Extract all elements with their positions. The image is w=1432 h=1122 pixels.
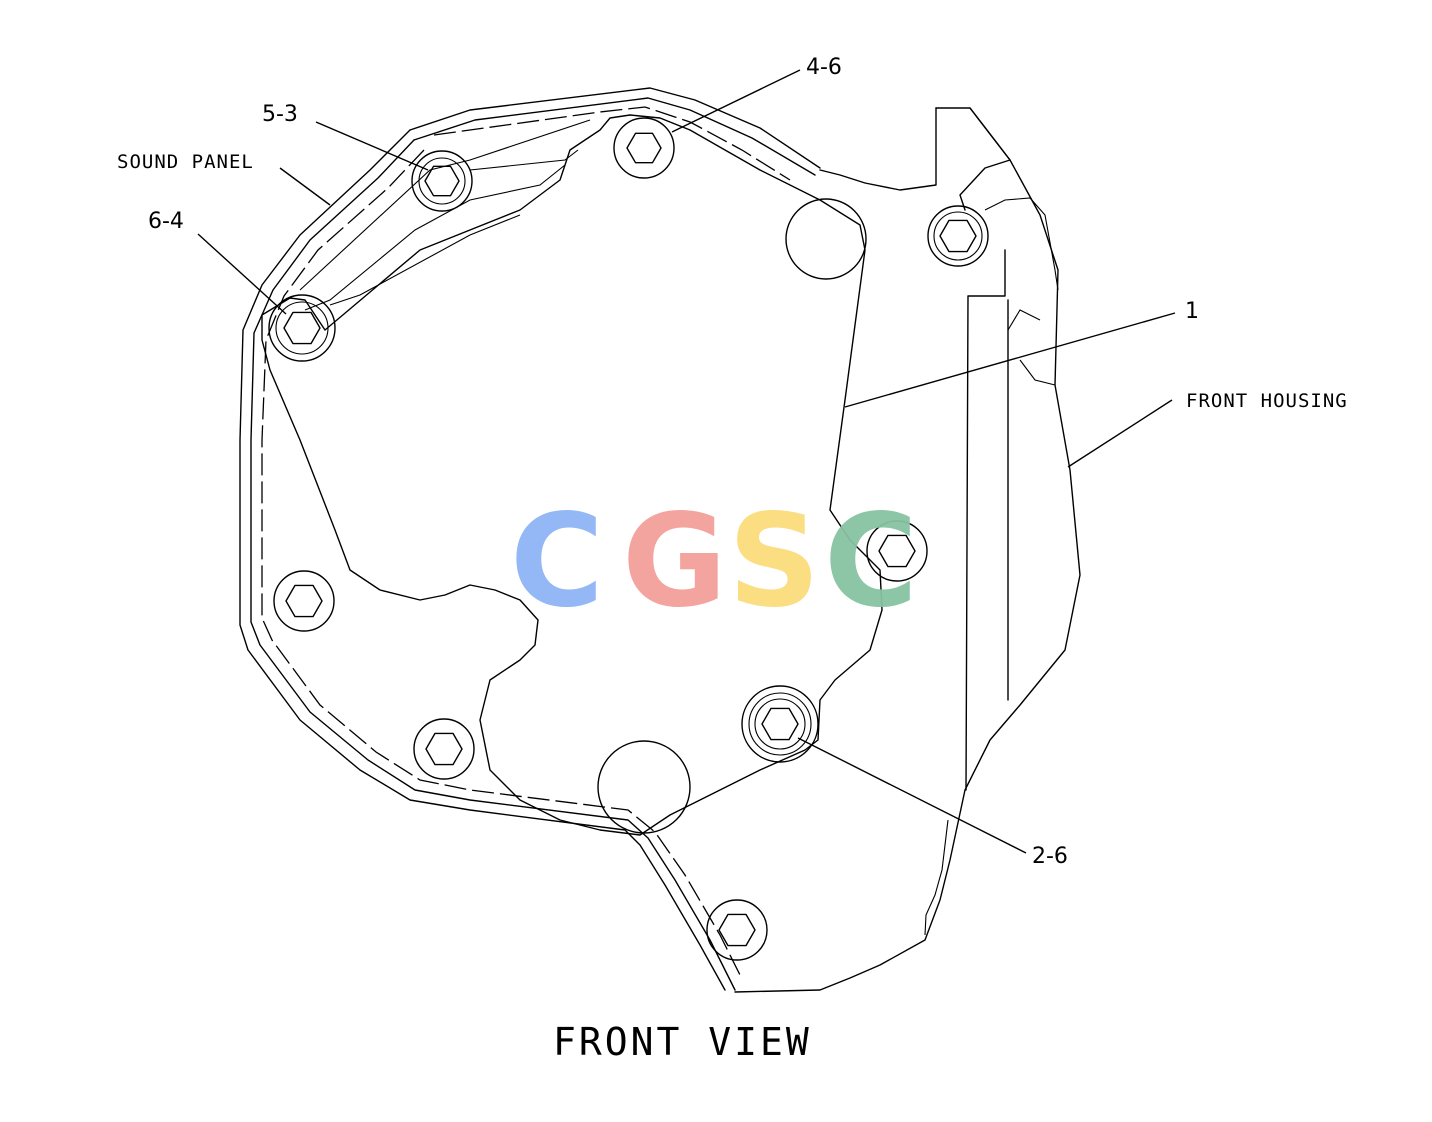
callout-6-4: 6-4	[148, 209, 184, 234]
front-housing-outline	[734, 107, 1081, 993]
callout-5-3: 5-3	[262, 102, 298, 127]
watermark-letter-2: G	[622, 487, 727, 636]
bolt-5-3	[411, 150, 473, 212]
leader-4-6	[671, 69, 801, 133]
bolt-left	[273, 570, 335, 632]
boss-lower	[597, 740, 691, 834]
watermark-letter-4: C	[824, 487, 918, 636]
bolt-housing-mid	[866, 520, 928, 582]
callout-4-6: 4-6	[806, 55, 842, 80]
leader-5-3	[315, 121, 429, 171]
label-front-housing: FRONT HOUSING	[1186, 390, 1348, 412]
leader-sound-panel	[279, 167, 331, 206]
bolt-6-4	[268, 294, 336, 362]
bolt-housing-upper	[927, 205, 989, 267]
bolt-bottom	[706, 899, 768, 961]
cover-plate-outline	[261, 114, 883, 836]
bolt-lower-left	[413, 718, 475, 780]
view-title: FRONT VIEW	[553, 1020, 812, 1064]
watermark-letter-1: C	[510, 487, 604, 636]
leader-6-4	[197, 233, 287, 315]
sound-panel-outline	[239, 87, 821, 991]
watermark-letter-3: S	[728, 487, 820, 636]
leader-1	[844, 312, 1176, 408]
watermark-logo: C G S C	[510, 487, 918, 636]
callout-2-6: 2-6	[1032, 844, 1068, 869]
boss-upper-right	[785, 198, 867, 280]
leader-front-housing	[1067, 399, 1173, 468]
bolt-2-6	[741, 685, 819, 763]
leader-2-6	[797, 737, 1027, 854]
callout-1: 1	[1185, 299, 1199, 324]
label-sound-panel: SOUND PANEL	[117, 151, 254, 173]
bolt-4-6	[613, 117, 675, 179]
